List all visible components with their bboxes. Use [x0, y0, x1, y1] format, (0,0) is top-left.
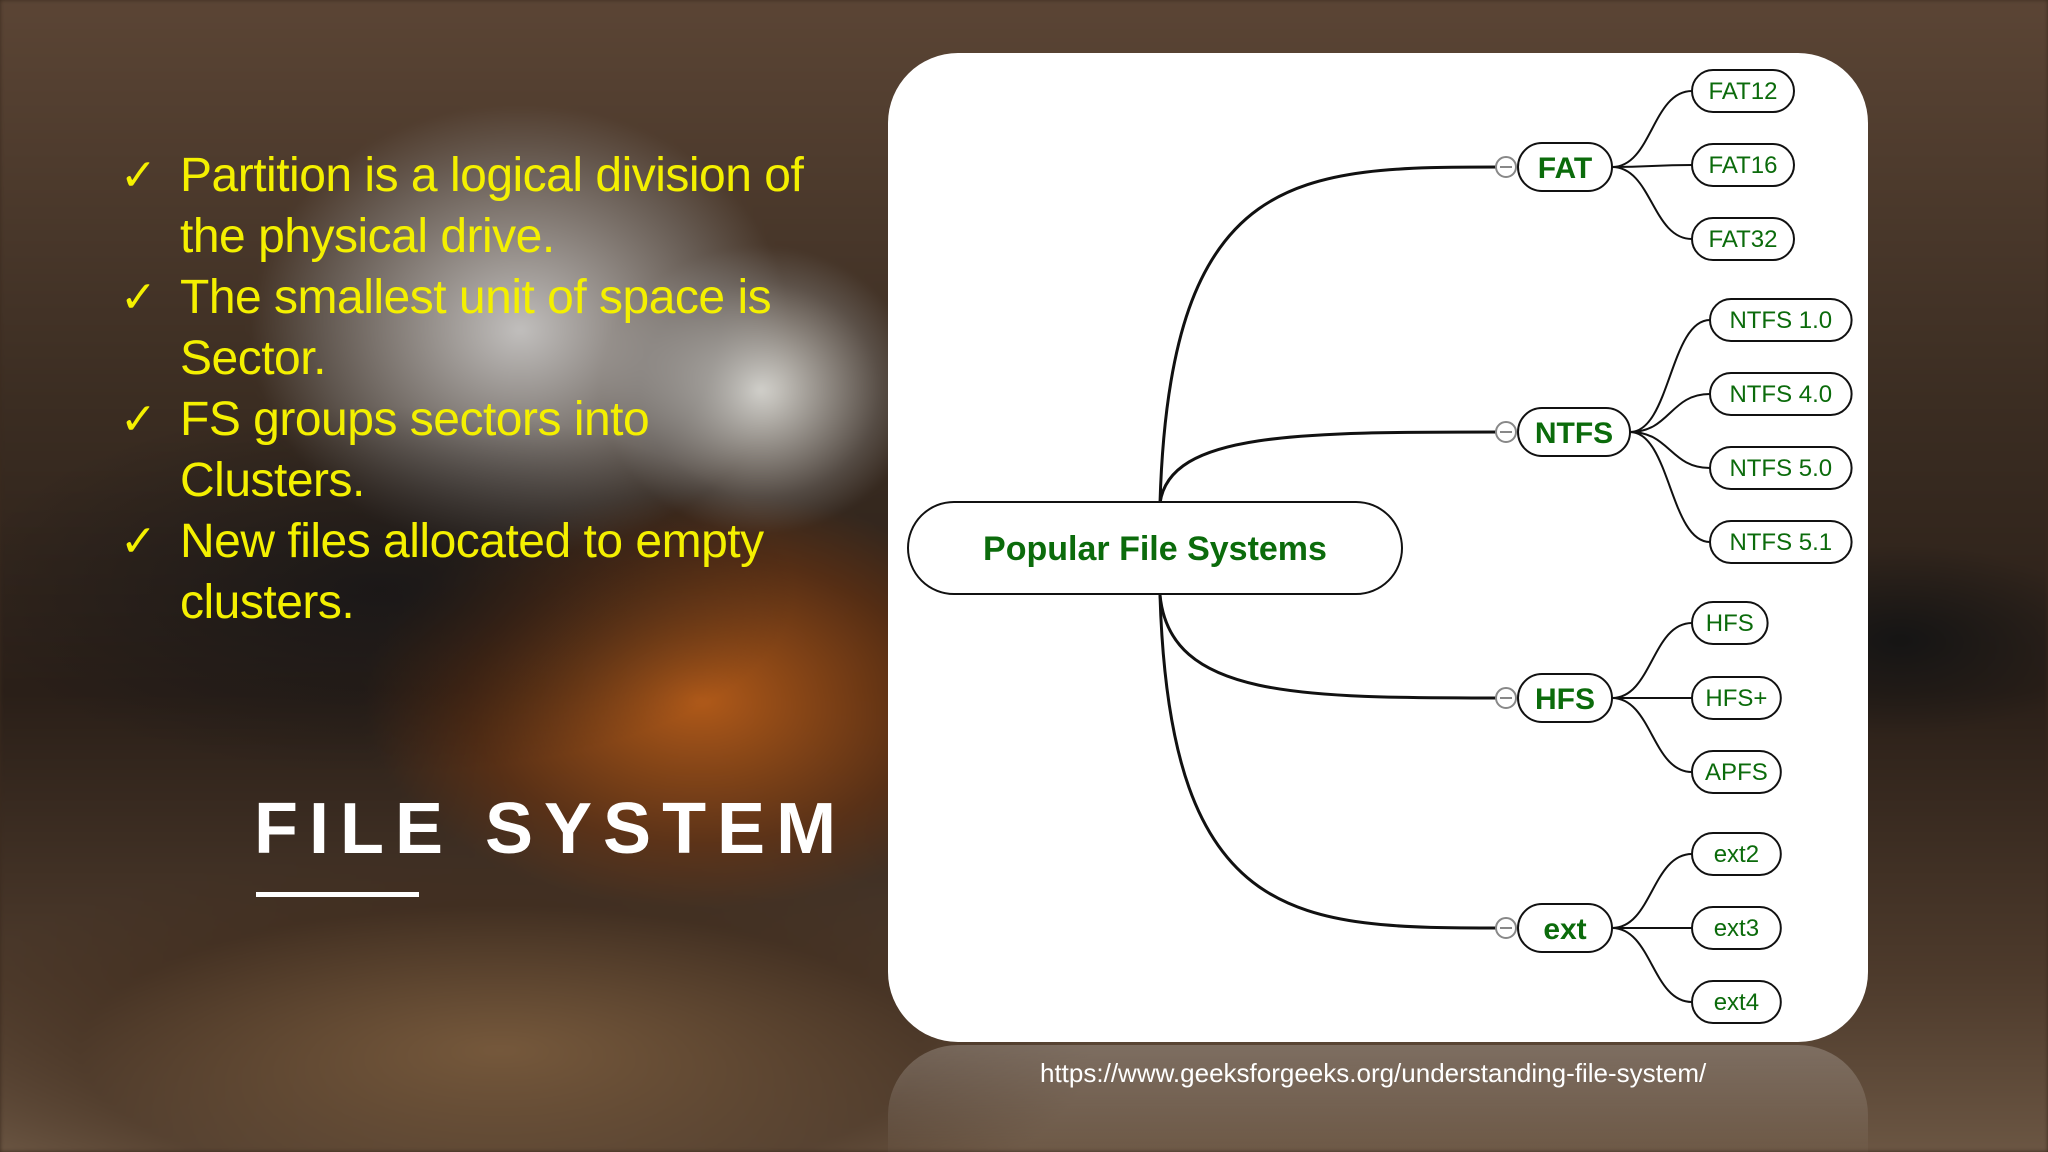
branch-node-label: HFS [1535, 683, 1595, 716]
child-node [1691, 750, 1782, 794]
bullet-text: New files allocated to empty clusters. [180, 515, 764, 629]
child-node-label: NTFS 4.0 [1729, 381, 1832, 408]
child-node-label: ext4 [1714, 989, 1759, 1016]
branch-node [1517, 903, 1613, 953]
child-node-label: FAT32 [1709, 226, 1778, 253]
child-node-label: ext2 [1714, 841, 1759, 868]
child-node [1691, 906, 1782, 950]
child-node [1691, 676, 1782, 720]
slide-title: FILE SYSTEM [254, 789, 848, 869]
child-connector [1611, 90, 1693, 168]
branch-node-label: FAT [1538, 152, 1592, 185]
child-node-label: APFS [1705, 759, 1768, 786]
branch-node [1517, 407, 1631, 457]
child-node-label: FAT12 [1709, 78, 1778, 105]
child-node [1691, 980, 1782, 1024]
branch-connector [1158, 594, 1505, 930]
checkmark-icon: ✓ [120, 151, 157, 200]
checkmark-icon: ✓ [120, 517, 157, 566]
child-connector [1629, 319, 1711, 433]
child-node [1709, 446, 1853, 490]
branch-node [1517, 673, 1613, 723]
branch-node-label: ext [1543, 913, 1586, 946]
branch-connector [1158, 594, 1505, 700]
title-underline [256, 892, 419, 897]
background-shade [0, 380, 900, 810]
child-node [1709, 298, 1853, 342]
root-node [907, 501, 1403, 595]
child-node-label: FAT16 [1709, 152, 1778, 179]
branch-node [1517, 142, 1613, 192]
branch-connector [1158, 430, 1505, 504]
card-reflection [888, 1045, 1868, 1152]
child-connector [1629, 431, 1711, 543]
source-url: https://www.geeksforgeeks.org/understand… [1040, 1058, 1707, 1088]
child-connector [1611, 166, 1693, 240]
child-node [1709, 520, 1853, 564]
child-connector [1611, 164, 1693, 168]
bullet-text: FS groups sectors into Clusters. [180, 393, 650, 507]
child-node [1691, 832, 1782, 876]
bullet-text: Partition is a logical division of the p… [180, 149, 804, 263]
root-node-label: Popular File Systems [983, 530, 1327, 568]
bullet-item: ✓ New files allocated to empty clusters. [120, 511, 840, 633]
mindmap-diagram: Popular File Systems FAT FAT12FAT16FAT32NT… [907, 69, 1853, 1024]
bullet-item: ✓ Partition is a logical division of the… [120, 145, 840, 267]
child-connector [1629, 393, 1711, 433]
child-node-label: NTFS 1.0 [1729, 307, 1832, 334]
checkmark-icon: ✓ [120, 273, 157, 322]
child-connector [1611, 853, 1693, 929]
checkmark-icon: ✓ [120, 395, 157, 444]
child-node [1691, 601, 1769, 645]
child-connector [1611, 697, 1693, 773]
child-node-label: NTFS 5.1 [1729, 529, 1832, 556]
bullet-text: The smallest unit of space is Sector. [180, 271, 772, 385]
branch-connector [1158, 165, 1505, 504]
branch-node-label: NTFS [1535, 417, 1613, 450]
child-node [1691, 143, 1795, 187]
child-node [1709, 372, 1853, 416]
child-node-label: NTFS 5.0 [1729, 455, 1832, 482]
child-node [1691, 217, 1795, 261]
child-connector [1611, 622, 1693, 699]
child-node-label: HFS [1706, 610, 1754, 637]
child-node-label: ext3 [1714, 915, 1759, 942]
bullet-item: ✓ The smallest unit of space is Sector. [120, 267, 840, 389]
child-connector [1629, 431, 1711, 469]
child-node [1691, 69, 1795, 113]
child-connector [1611, 927, 1693, 1003]
bullet-list: ✓ Partition is a logical division of the… [120, 145, 840, 633]
bullet-item: ✓ FS groups sectors into Clusters. [120, 389, 840, 511]
child-node-label: HFS+ [1705, 685, 1767, 712]
